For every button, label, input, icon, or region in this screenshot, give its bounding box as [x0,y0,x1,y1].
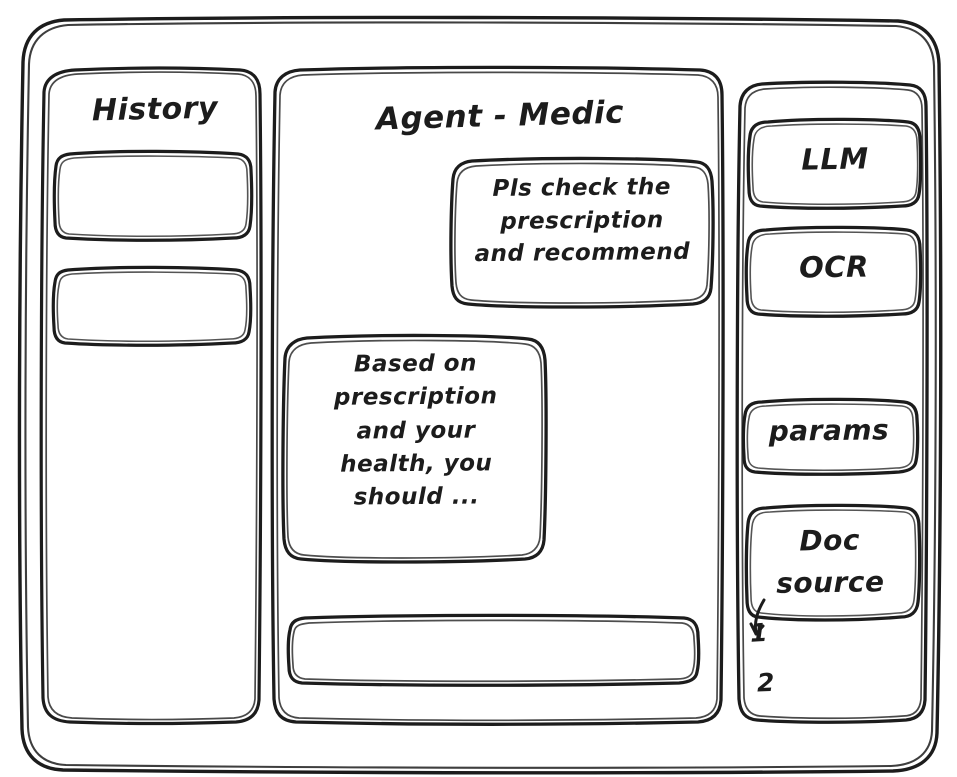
agent-panel-stroke [270,65,725,726]
history-item-1[interactable] [54,152,252,240]
assistant-message-bubble-stroke [281,333,548,564]
user-message-bubble-stroke [449,156,715,309]
tool-doc-source-button[interactable] [745,506,921,623]
doc-source-connector [749,598,766,636]
tools-panel-stroke [735,80,929,724]
history-item-2-stroke [51,265,253,347]
tool-llm-button[interactable] [747,120,922,210]
composer-input-stroke [286,613,701,687]
composer-input[interactable] [288,616,700,684]
tool-ocr-button[interactable] [745,228,922,318]
history-item-1-stroke [52,149,254,242]
tool-ocr-stroke [744,225,923,318]
history-item-2[interactable] [53,268,251,345]
tool-doc-source-stroke [744,503,922,622]
app-window-frame-stroke [17,15,943,775]
user-message-bubble [450,159,713,307]
tool-llm-stroke [746,117,923,210]
tool-params-button[interactable] [742,400,919,476]
history-panel-stroke [39,66,263,726]
assistant-message-bubble [282,336,546,562]
tool-params-stroke [741,397,920,476]
